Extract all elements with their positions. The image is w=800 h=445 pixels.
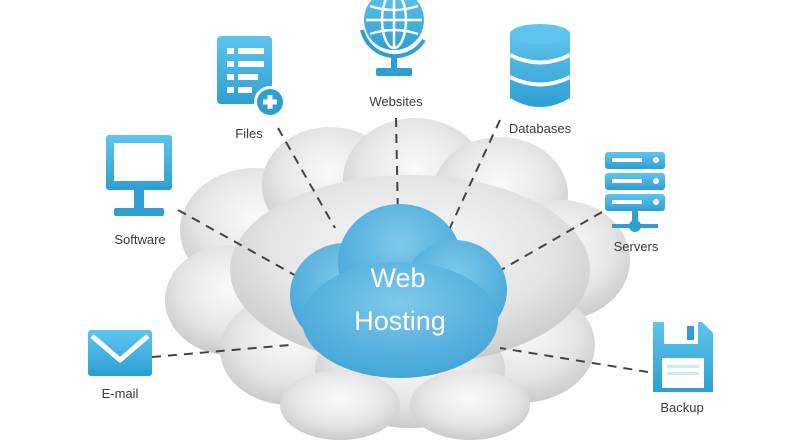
floppy-disk-icon [653, 322, 713, 392]
center-title-line2: Hosting [354, 306, 446, 336]
globe-icon [360, 0, 426, 76]
connector-lines [151, 117, 649, 373]
monitor-icon [106, 135, 172, 216]
connector-files [277, 127, 336, 229]
node-websites: Websites [360, 0, 426, 109]
email-label: E-mail [102, 386, 139, 401]
connector-websites [395, 117, 399, 221]
backup-label: Backup [660, 400, 703, 415]
servers-label: Servers [614, 239, 659, 254]
files-label: Files [235, 126, 263, 141]
websites-label: Websites [369, 94, 423, 109]
center-cloud [290, 204, 507, 378]
node-databases: Databases [509, 24, 572, 136]
connector-databases [447, 119, 501, 233]
server-icon [605, 152, 665, 232]
files-add-icon [217, 36, 286, 118]
node-email: E-mail [88, 330, 152, 401]
databases-label: Databases [509, 121, 572, 136]
database-icon [509, 24, 571, 107]
connector-email [151, 344, 291, 358]
envelope-icon [88, 330, 152, 376]
connector-software [177, 209, 301, 279]
node-backup: Backup [653, 322, 713, 415]
node-servers: Servers [605, 152, 665, 254]
center-title-line1: Web [370, 263, 425, 293]
node-files: Files [217, 36, 286, 141]
software-label: Software [114, 232, 165, 247]
node-software: Software [106, 135, 172, 247]
connector-backup [499, 347, 649, 373]
